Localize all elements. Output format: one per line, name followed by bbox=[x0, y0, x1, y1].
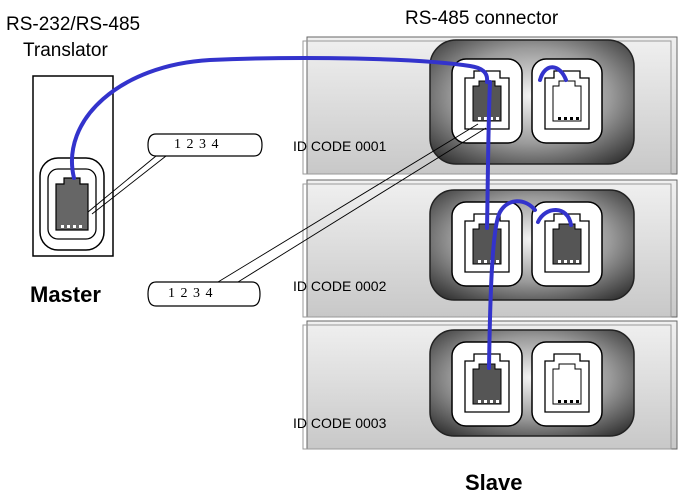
slave-jacks bbox=[451, 58, 603, 427]
cable-0001-loop bbox=[538, 65, 568, 82]
pin-callout-slave bbox=[147, 123, 487, 307]
id-code-0001: ID CODE 0001 bbox=[293, 138, 387, 154]
cable-master-to-0001 bbox=[70, 56, 490, 180]
jack-0003-in bbox=[451, 341, 523, 427]
pin-callout-slave-text: 1 2 3 4 bbox=[168, 286, 214, 301]
pin-callout-master-text: 1 2 3 4 bbox=[174, 137, 220, 152]
jack-0001-in bbox=[451, 58, 523, 144]
pin-callout-master bbox=[87, 133, 263, 215]
translator-label-line2: Translator bbox=[23, 40, 108, 61]
id-code-0003: ID CODE 0003 bbox=[293, 415, 387, 431]
connector-label: RS-485 connector bbox=[405, 8, 559, 29]
cable-0002-to-0003 bbox=[487, 199, 537, 370]
jack-0002-out bbox=[531, 201, 603, 287]
jack-0001-out bbox=[531, 58, 603, 144]
slave-label: Slave bbox=[465, 470, 523, 495]
master-label: Master bbox=[30, 282, 101, 307]
jack-0002-in bbox=[451, 201, 523, 287]
translator-label-line1: RS-232/RS-485 bbox=[6, 14, 141, 35]
master-rj-jack bbox=[39, 157, 105, 251]
cable-0001-to-0002 bbox=[485, 80, 492, 230]
cable-0002-loop bbox=[536, 208, 573, 227]
jack-0003-out bbox=[531, 341, 603, 427]
id-code-0002: ID CODE 0002 bbox=[293, 278, 387, 294]
